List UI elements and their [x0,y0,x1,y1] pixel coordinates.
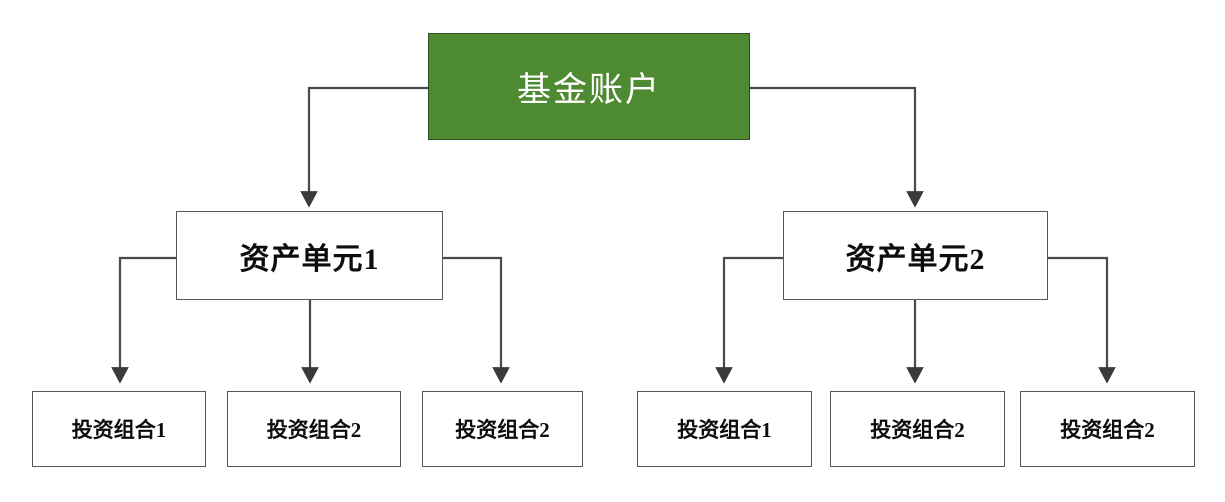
edge-unit2-to-pf-r1 [715,256,783,384]
node-portfolio-right-1-label: 投资组合1 [677,418,772,442]
node-asset-unit-1-label: 资产单元1 [239,242,380,276]
edge-root-to-unit1 [300,86,428,208]
edge-unit1-to-pf-l1 [111,256,176,384]
node-portfolio-right-3[interactable]: 投资组合2 [1020,391,1195,467]
edge-unit2-to-pf-r3 [1048,256,1116,384]
edge-root-to-unit2 [750,86,924,208]
node-portfolio-left-3-label: 投资组合2 [455,418,550,442]
node-portfolio-right-3-label: 投资组合2 [1060,418,1155,442]
node-fund-account-label: 基金账户 [517,72,661,109]
node-portfolio-right-2-label: 投资组合2 [870,418,965,442]
node-portfolio-left-2[interactable]: 投资组合2 [227,391,401,467]
node-fund-account[interactable]: 基金账户 [428,33,750,140]
node-portfolio-left-3[interactable]: 投资组合2 [422,391,583,467]
node-portfolio-right-1[interactable]: 投资组合1 [637,391,812,467]
node-portfolio-left-1-label: 投资组合1 [71,418,167,442]
node-portfolio-left-1[interactable]: 投资组合1 [32,391,206,467]
edge-unit1-to-pf-l3 [443,256,510,384]
node-portfolio-right-2[interactable]: 投资组合2 [830,391,1005,467]
node-asset-unit-1[interactable]: 资产单元1 [176,211,443,300]
node-portfolio-left-2-label: 投资组合2 [266,418,362,442]
node-asset-unit-2[interactable]: 资产单元2 [783,211,1048,300]
node-asset-unit-2-label: 资产单元2 [845,242,986,276]
